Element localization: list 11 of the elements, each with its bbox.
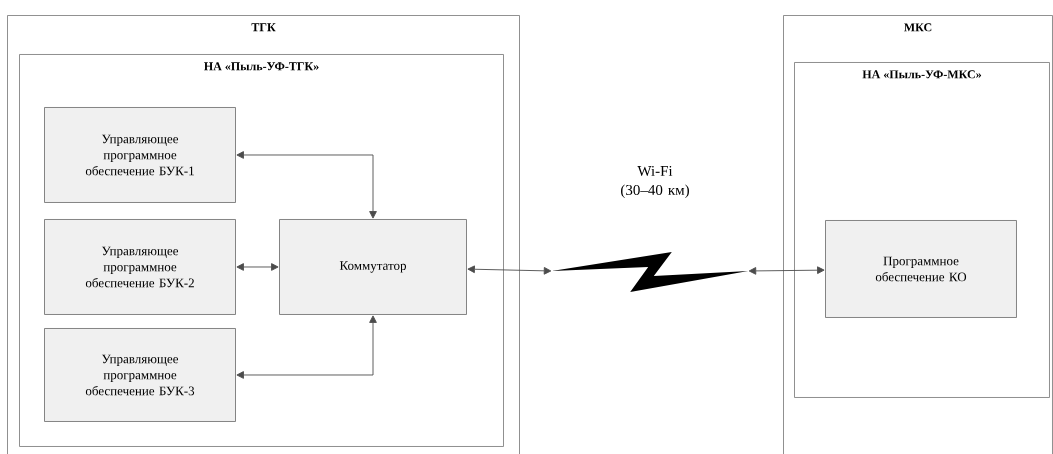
arrow (748, 266, 825, 275)
arrow (236, 315, 377, 379)
arrow (236, 263, 279, 271)
link-label: Wi-Fi (30–40 км) (621, 165, 689, 199)
process-box: Управляющее программное обеспечение БУК-3 (44, 328, 236, 422)
arrow (467, 265, 552, 275)
process-box: Управляющее программное обеспечение БУК-1 (44, 107, 236, 203)
process-box: Коммутатор (279, 219, 467, 315)
process-box: Программное обеспечение КО (825, 220, 1017, 318)
process-box: Управляющее программное обеспечение БУК-2 (44, 219, 236, 315)
arrow (236, 151, 377, 219)
